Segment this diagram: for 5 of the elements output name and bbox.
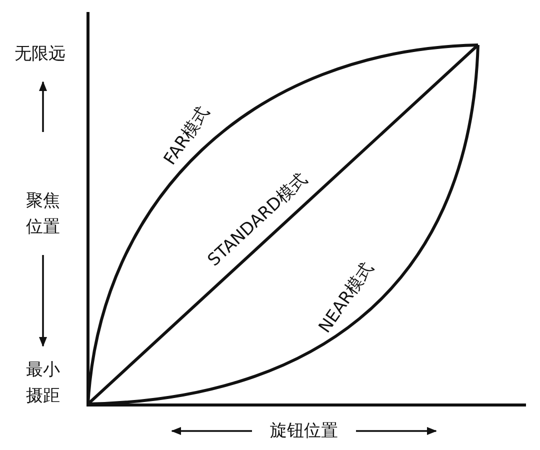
axis-label: 最小摄距 [25, 359, 61, 408]
axis-label: 旋钮位置 [270, 420, 338, 443]
curve-label: FAR模式 [159, 102, 214, 170]
axis-label: 聚焦位置 [25, 190, 61, 239]
axis-label: 无限远 [14, 43, 66, 66]
